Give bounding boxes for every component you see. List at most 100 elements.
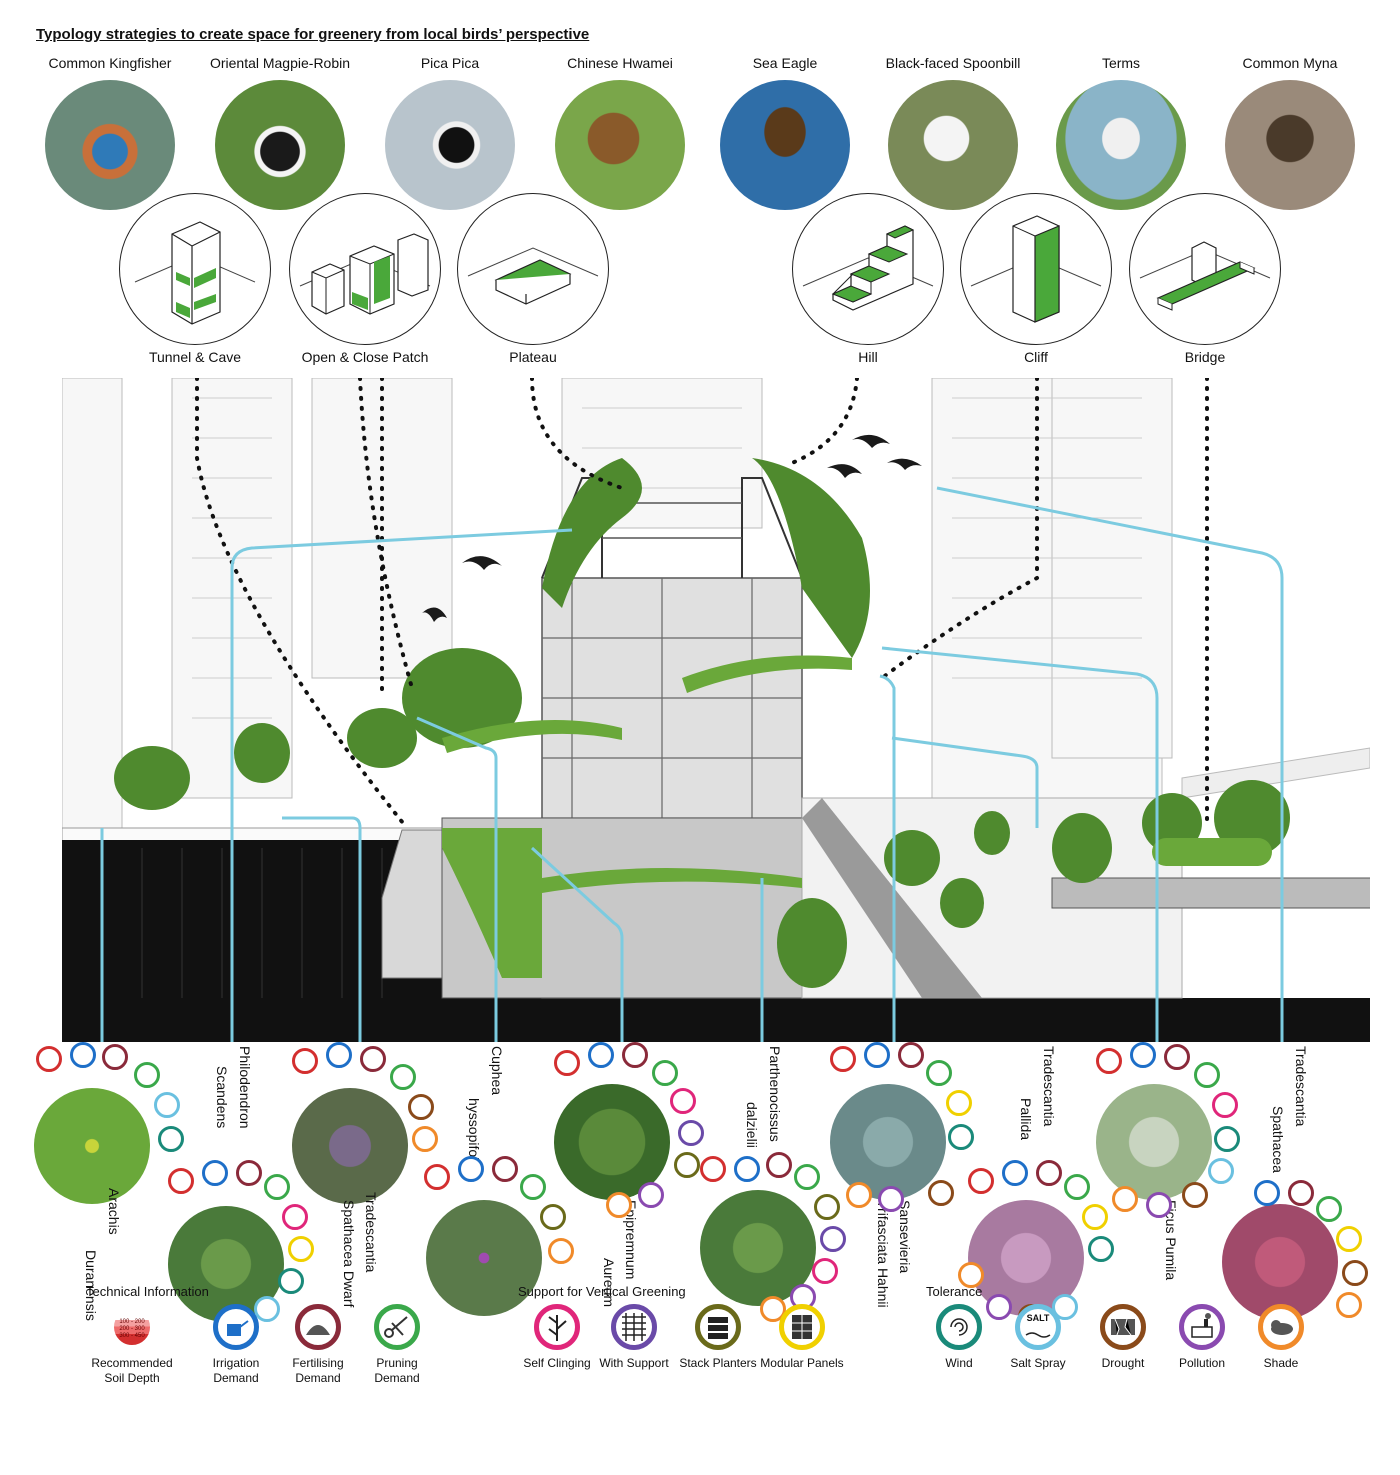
watering-can-icon bbox=[458, 1156, 484, 1182]
plant-photo-ficus-pumila bbox=[1096, 1084, 1212, 1200]
wind-icon bbox=[1214, 1126, 1240, 1152]
legend-label: Pruning Demand bbox=[374, 1356, 420, 1385]
shade-icon bbox=[1112, 1186, 1138, 1212]
modular-panels-icon bbox=[779, 1304, 825, 1350]
bird-sea-eagle: Sea Eagle bbox=[700, 54, 870, 210]
plant-photo-tradescantia-spathacea bbox=[1222, 1204, 1338, 1320]
bird-photo bbox=[45, 80, 175, 210]
plant-name-line2: dalzielii bbox=[744, 1102, 760, 1148]
legend-label: Recommended Soil Depth bbox=[91, 1356, 173, 1385]
stack-planters-icon bbox=[540, 1204, 566, 1230]
drought-icon bbox=[1182, 1182, 1208, 1208]
plant-name-line2: Aureum bbox=[601, 1258, 617, 1308]
salt-spray-icon bbox=[1208, 1158, 1234, 1184]
scissors-icon bbox=[390, 1064, 416, 1090]
shade-icon bbox=[548, 1238, 574, 1264]
bird-photo bbox=[1225, 80, 1355, 210]
plant-name-line1: Cuphea bbox=[489, 1046, 505, 1096]
bird-name: Common Kingfisher bbox=[48, 55, 172, 71]
self-clinging-icon bbox=[1212, 1092, 1238, 1118]
plant-name-line1: Tradescantia bbox=[1041, 1046, 1057, 1127]
plant-name-line2: Spathacea Dwarf bbox=[341, 1200, 357, 1308]
legend-item-drought: Drought bbox=[1078, 1304, 1168, 1371]
plant-name-line2: Scandens bbox=[214, 1066, 230, 1129]
legend-item-wind: Wind bbox=[914, 1304, 1004, 1371]
plant-name-line1: Epipremnum bbox=[623, 1200, 639, 1280]
plant-name-line1: Sansevieria bbox=[897, 1200, 913, 1274]
bird-name: Common Myna bbox=[1242, 55, 1338, 71]
bird-name: Oriental Magpie-Robin bbox=[209, 55, 351, 71]
legend-title-tolerance: Tolerance bbox=[926, 1284, 983, 1299]
legend-item-pruning: Pruning Demand bbox=[352, 1304, 442, 1386]
plant-name-line1: Philodendron bbox=[237, 1046, 253, 1129]
plant-name-line1: Parthenocissus bbox=[767, 1046, 783, 1142]
legend-label: Self Clinging bbox=[523, 1356, 591, 1370]
legend-label: Modular Panels bbox=[760, 1356, 844, 1370]
drought-icon bbox=[408, 1094, 434, 1120]
bird-oriental-magpie-robin: Oriental Magpie-Robin bbox=[195, 54, 365, 210]
pollution-icon bbox=[1146, 1192, 1172, 1218]
pollution-icon bbox=[1179, 1304, 1225, 1350]
plant-photo-cuphea-hyssopifolia bbox=[426, 1200, 542, 1316]
self-clinging-icon bbox=[812, 1258, 838, 1284]
typology-name: Cliff bbox=[1024, 349, 1048, 365]
scissors-icon bbox=[1316, 1196, 1342, 1222]
wind-icon bbox=[948, 1124, 974, 1150]
plant-name-line2: Duranensis bbox=[83, 1250, 99, 1321]
plant-name-line1: Tradescantia bbox=[1293, 1046, 1309, 1127]
shade-icon bbox=[1336, 1292, 1362, 1318]
legend-label: Shade bbox=[1263, 1356, 1299, 1370]
watering-can-icon bbox=[588, 1042, 614, 1068]
legend-item-with-support: With Support bbox=[589, 1304, 679, 1371]
typology-name: Hill bbox=[858, 349, 878, 365]
salt-spray-icon bbox=[254, 1296, 280, 1322]
watering-can-icon bbox=[326, 1042, 352, 1068]
pollution-icon bbox=[986, 1294, 1012, 1320]
salt-spray-icon: SALT bbox=[1015, 1304, 1061, 1350]
plant-name-line1: Arachis bbox=[106, 1188, 122, 1235]
soil-depth-icon bbox=[424, 1164, 450, 1190]
modular-panels-icon bbox=[1082, 1204, 1108, 1230]
scissors-icon bbox=[926, 1060, 952, 1086]
watering-can-icon bbox=[213, 1304, 259, 1350]
shade-icon bbox=[958, 1262, 984, 1288]
bird-common-myna: Common Myna bbox=[1205, 54, 1375, 210]
typology-cliff: Cliff bbox=[936, 193, 1136, 365]
bird-name: Sea Eagle bbox=[752, 55, 818, 71]
plant-name-line1: Tradescantia bbox=[363, 1192, 379, 1273]
self-clinging-icon bbox=[534, 1304, 580, 1350]
wind-icon bbox=[158, 1126, 184, 1152]
typology-plateau: Plateau bbox=[433, 193, 633, 365]
fertiliser-icon bbox=[236, 1160, 262, 1186]
bird-black-faced-spoonbill: Black-faced Spoonbill bbox=[868, 54, 1038, 210]
fertiliser-icon bbox=[102, 1044, 128, 1070]
legend-label: Salt Spray bbox=[1010, 1356, 1066, 1370]
legend-item-stack-planters: Stack Planters bbox=[673, 1304, 763, 1371]
legend-label: Stack Planters bbox=[679, 1356, 757, 1370]
plant-photo-sansevieria-trifasciata-hahnii bbox=[830, 1084, 946, 1200]
bird-photo bbox=[215, 80, 345, 210]
bird-photo bbox=[1056, 80, 1186, 210]
scissors-icon bbox=[1064, 1174, 1090, 1200]
wind-icon bbox=[278, 1268, 304, 1294]
modular-panels-icon bbox=[946, 1090, 972, 1116]
salt-text: SALT bbox=[1026, 1313, 1050, 1323]
drought-icon bbox=[928, 1180, 954, 1206]
typology-tunnel-cave: Tunnel & Cave bbox=[95, 193, 295, 365]
pollution-icon bbox=[638, 1182, 664, 1208]
plant-name-line2: Spathacea bbox=[1270, 1106, 1286, 1173]
soil-depth-icon bbox=[292, 1048, 318, 1074]
bird-terms: Terms bbox=[1036, 54, 1206, 210]
watering-can-icon bbox=[1130, 1042, 1156, 1068]
soil-depth-icon bbox=[554, 1050, 580, 1076]
bird-photo bbox=[555, 80, 685, 210]
shade-icon bbox=[846, 1182, 872, 1208]
watering-can-icon bbox=[1254, 1180, 1280, 1206]
fertiliser-icon bbox=[622, 1042, 648, 1068]
legend-item-irrigation: Irrigation Demand bbox=[191, 1304, 281, 1386]
legend-item-self-clinging: Self Clinging bbox=[512, 1304, 602, 1371]
plant-photo-epipremnum-aureum bbox=[554, 1084, 670, 1200]
with-support-icon bbox=[678, 1120, 704, 1146]
self-clinging-icon bbox=[282, 1204, 308, 1230]
plant-name-line1: Ficus Pumila bbox=[1163, 1200, 1179, 1281]
